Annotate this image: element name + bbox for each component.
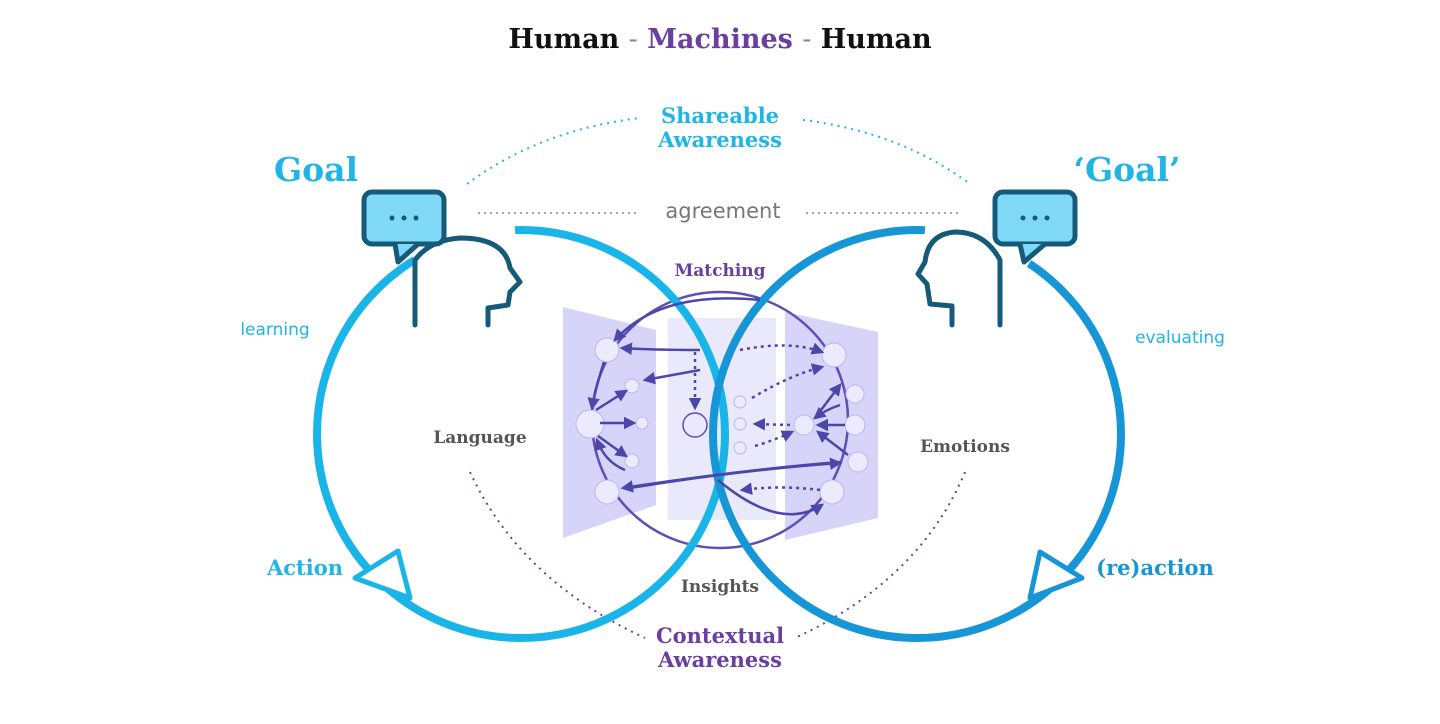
evaluating-label: evaluating — [1135, 328, 1225, 348]
title-separator-1: - — [628, 24, 638, 55]
head-speech-bubble-icon-left — [361, 189, 523, 328]
contextual-awareness-line2: Awareness — [658, 647, 782, 672]
goal-right-label: ‘Goal’ — [1073, 150, 1181, 189]
shareable-awareness-label: Shareable Awareness — [620, 104, 820, 152]
action-arrowhead — [352, 548, 413, 601]
contextual-awareness-line1: Contextual — [655, 623, 785, 648]
action-label: Action — [266, 555, 344, 580]
matching-label: Matching — [674, 261, 766, 281]
goal-left-label: Goal — [273, 150, 359, 189]
title-separator-2: - — [802, 24, 812, 55]
contextual-awareness-arc-left — [469, 471, 646, 639]
learning-label: learning — [240, 320, 310, 340]
shareable-awareness-line1: Shareable — [660, 103, 780, 128]
network-arrows — [587, 297, 849, 516]
shareable-awareness-arc-right — [802, 119, 971, 185]
reaction-label: (re)action — [1096, 555, 1214, 580]
agreement-label: agreement — [665, 199, 781, 223]
network-nodes-left — [575, 337, 649, 505]
contextual-awareness-arc-right — [794, 471, 966, 639]
title-human-right: Human — [820, 24, 932, 55]
contextual-awareness-label: Contextual Awareness — [620, 624, 820, 672]
network-nodes-right — [733, 342, 869, 505]
emotions-label: Emotions — [920, 437, 1010, 457]
page-title: Human - Machines - Human — [0, 24, 1440, 55]
human-loop-right — [709, 226, 1125, 642]
human-loop-left — [313, 226, 729, 642]
network-dotted-arrows — [688, 342, 825, 495]
shareable-awareness-line2: Awareness — [658, 127, 782, 152]
title-machines: Machines — [647, 24, 793, 55]
shareable-awareness-arc-left — [466, 117, 641, 185]
reaction-arrowhead — [1027, 549, 1085, 601]
globe-center-node — [682, 412, 708, 438]
title-human-left: Human — [508, 24, 620, 55]
head-speech-bubble-icon-right — [915, 189, 1078, 328]
insights-label: Insights — [680, 577, 759, 597]
language-label: Language — [433, 428, 527, 448]
